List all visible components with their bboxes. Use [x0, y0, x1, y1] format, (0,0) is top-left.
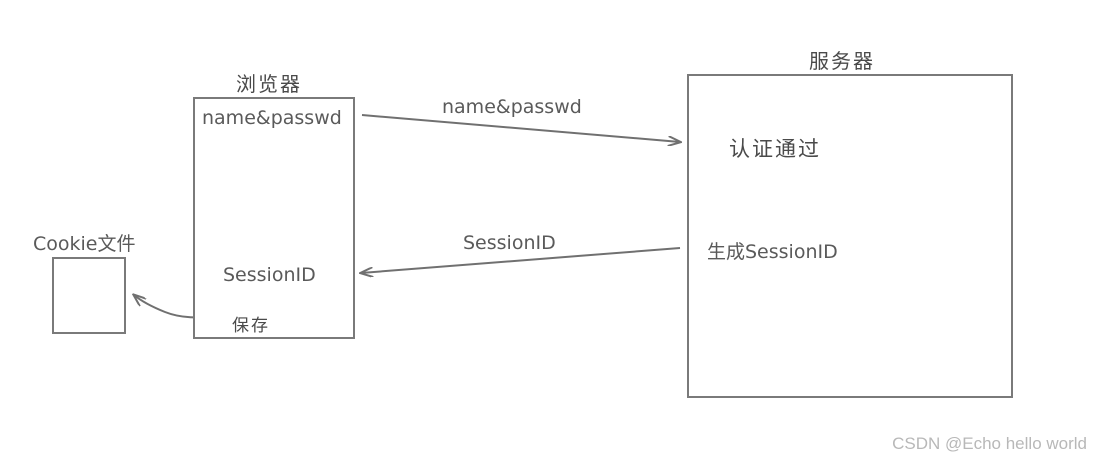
- request-arrow: [361, 114, 680, 142]
- browser-session-text: SessionID: [223, 264, 316, 286]
- browser-box: [193, 97, 355, 339]
- server-title: 服务器: [809, 49, 875, 73]
- response-arrow: [361, 247, 681, 273]
- browser-title: 浏览器: [236, 72, 302, 96]
- browser-credential-text: name&passwd: [202, 107, 342, 129]
- server-box: [687, 74, 1013, 398]
- request-arrow-label: name&passwd: [442, 96, 582, 118]
- cookie-title: Cookie文件: [33, 233, 136, 255]
- save-label: 保存: [232, 316, 270, 336]
- cookie-box: [52, 257, 126, 334]
- watermark: CSDN @Echo hello world: [892, 434, 1087, 453]
- generate-text: 生成SessionID: [707, 241, 838, 263]
- auth-text: 认证通过: [729, 137, 821, 161]
- response-arrow-label: SessionID: [463, 232, 556, 254]
